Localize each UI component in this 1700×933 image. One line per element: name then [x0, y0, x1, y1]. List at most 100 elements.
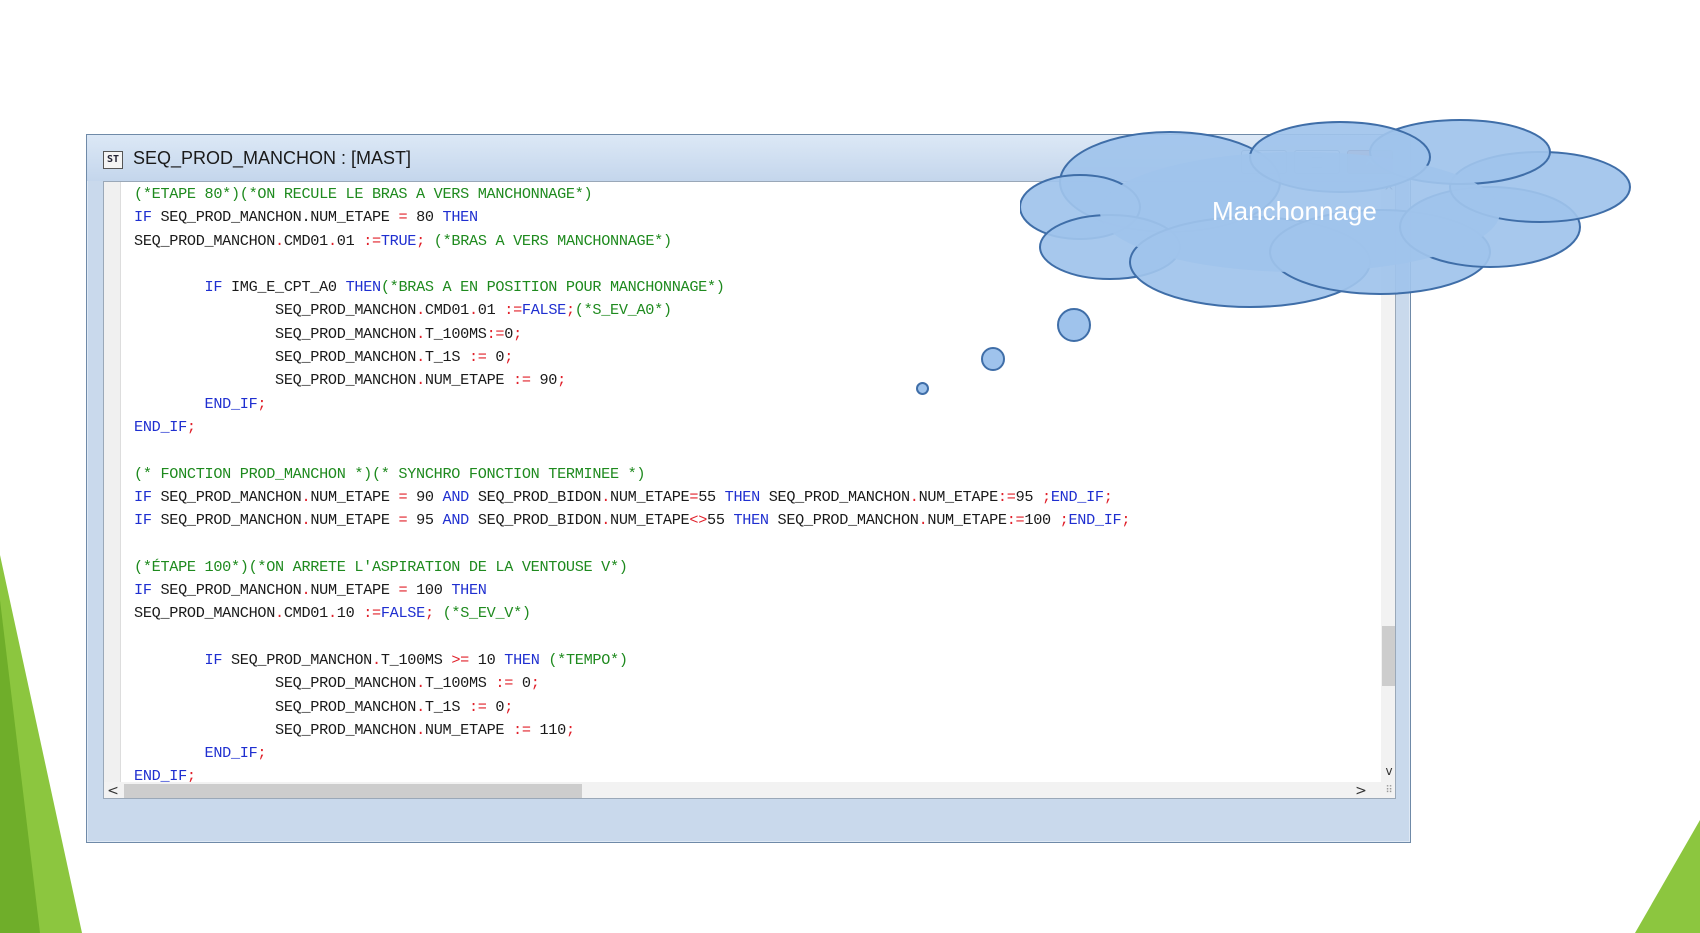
code-token: (*ÉTAPE 100*)(*ON ARRETE L'ASPIRATION DE…	[134, 557, 628, 576]
code-token: 0	[513, 674, 531, 693]
code-token: ;	[530, 674, 540, 693]
code-token: THEN	[451, 581, 487, 600]
code-line: SEQ_PROD_MANCHON.CMD01.10 :=FALSE; (*S_E…	[134, 602, 1130, 625]
code-token: IF	[134, 487, 152, 506]
code-token: 95	[1015, 487, 1043, 506]
vertical-scroll-thumb[interactable]	[1382, 626, 1395, 686]
code-token: :=	[468, 697, 487, 716]
code-token: .	[275, 604, 284, 623]
scroll-left-arrow-icon[interactable]: <	[107, 783, 119, 799]
code-line: IF SEQ_PROD_MANCHON.NUM_ETAPE = 90 AND S…	[134, 486, 1130, 509]
code-token: :=	[513, 371, 531, 390]
code-token: .	[301, 511, 311, 530]
code-token: 90	[530, 371, 558, 390]
code-token: :=	[997, 487, 1016, 506]
code-token: IF	[134, 208, 152, 227]
code-line: SEQ_PROD_MANCHON.T_100MS := 0;	[134, 672, 1130, 695]
code-token: IF	[204, 650, 223, 669]
code-token: =	[398, 208, 408, 227]
code-token: ;	[1042, 487, 1051, 506]
code-token: IF	[134, 511, 152, 530]
st-file-icon: ST	[103, 151, 123, 169]
code-token: (*TEMPO*)	[548, 650, 628, 669]
code-token: END_IF	[1068, 511, 1122, 530]
thought-bubble-small	[916, 382, 929, 395]
code-token: :=	[468, 348, 487, 367]
code-token: T_1S	[424, 348, 469, 367]
code-token: SEQ_PROD_MANCHON	[134, 697, 417, 716]
code-line	[134, 626, 1130, 649]
code-token: .	[416, 720, 425, 739]
code-token: ;	[424, 604, 434, 623]
code-token: NUM_ETAPE	[310, 581, 399, 600]
code-token: T_100MS	[424, 324, 487, 343]
code-editor[interactable]: (*ETAPE 80*)(*ON RECULE LE BRAS A VERS M…	[103, 181, 1396, 799]
code-line: (* FONCTION PROD_MANCHON *)(* SYNCHRO FO…	[134, 463, 1130, 486]
scroll-right-arrow-icon[interactable]: >	[1355, 783, 1367, 799]
code-token: SEQ_PROD_MANCHON	[134, 604, 276, 623]
code-token: 100	[407, 581, 452, 600]
code-token: (*S_EV_V*)	[442, 604, 531, 623]
code-token: .	[601, 487, 611, 506]
code-token: (*ETAPE 80*)(*ON RECULE LE BRAS A VERS M…	[134, 185, 593, 203]
code-token: ;	[257, 744, 267, 763]
code-token: NUM_ETAPE	[610, 511, 690, 530]
code-token: .	[301, 487, 311, 506]
code-token: NUM_ETAPE	[918, 487, 999, 506]
code-token: SEQ_PROD_MANCHON	[134, 324, 417, 343]
code-token: (*S_EV_A0*)	[574, 301, 672, 320]
code-text[interactable]: (*ETAPE 80*)(*ON RECULE LE BRAS A VERS M…	[134, 183, 1130, 789]
code-line: SEQ_PROD_MANCHON.T_1S := 0;	[134, 696, 1130, 719]
code-token: SEQ_PROD_MANCHON	[134, 674, 417, 693]
code-token: ;	[1103, 487, 1113, 506]
code-token: :=	[486, 324, 505, 343]
code-token: .	[416, 348, 425, 367]
code-token: ;	[557, 371, 566, 390]
code-line: SEQ_PROD_MANCHON.T_100MS:=0;	[134, 323, 1130, 346]
code-line	[134, 439, 1130, 462]
code-line	[134, 253, 1130, 276]
code-token: .	[601, 511, 611, 530]
horizontal-scrollbar[interactable]: < >	[104, 782, 1381, 799]
code-token: .	[918, 511, 928, 530]
resize-grip-icon[interactable]: ⠿	[1381, 782, 1395, 798]
code-line: IF IMG_E_CPT_A0 THEN(*BRAS A EN POSITION…	[134, 276, 1130, 299]
thought-bubble-large	[1057, 308, 1091, 342]
code-token: =	[398, 487, 408, 506]
code-line: END_IF;	[134, 765, 1130, 788]
window-title: SEQ_PROD_MANCHON : [MAST]	[133, 148, 412, 168]
code-token: <>	[689, 511, 708, 530]
code-token: THEN	[442, 208, 479, 227]
code-token: ;	[504, 697, 514, 716]
code-line: (*ETAPE 80*)(*ON RECULE LE BRAS A VERS M…	[134, 183, 1130, 206]
code-token: :=	[504, 301, 522, 320]
code-token	[134, 744, 205, 762]
scroll-down-arrow-icon[interactable]: v	[1385, 764, 1393, 778]
code-token: IF	[204, 278, 223, 297]
code-token: :=	[1006, 511, 1025, 530]
horizontal-scroll-thumb[interactable]	[124, 784, 582, 798]
code-token: END_IF	[1050, 487, 1104, 506]
callout-label: Manchonnage	[1212, 196, 1377, 226]
code-token: .	[909, 487, 919, 506]
code-token: .	[327, 231, 337, 250]
code-token: THEN	[504, 650, 540, 669]
code-token: 100	[1024, 511, 1060, 530]
code-token: SEQ_PROD_BIDON	[469, 511, 602, 530]
code-token: CMD01	[283, 604, 328, 623]
code-token: ;	[416, 231, 425, 250]
code-token: 0	[486, 348, 505, 367]
code-token: ;	[565, 301, 575, 320]
code-token: 90	[407, 487, 443, 506]
code-token: FALSE	[521, 301, 566, 320]
code-line: END_IF;	[134, 416, 1130, 439]
code-token: SEQ_PROD_MANCHON	[134, 231, 276, 250]
code-token: .	[416, 371, 425, 390]
code-token: CMD01	[424, 301, 469, 320]
code-token: END_IF	[134, 767, 187, 786]
code-token: NUM_ETAPE	[610, 487, 690, 506]
code-line: IF SEQ_PROD_MANCHON.NUM_ETAPE = 100 THEN	[134, 579, 1130, 602]
code-token: 55	[698, 487, 725, 506]
code-token: =	[398, 511, 408, 530]
